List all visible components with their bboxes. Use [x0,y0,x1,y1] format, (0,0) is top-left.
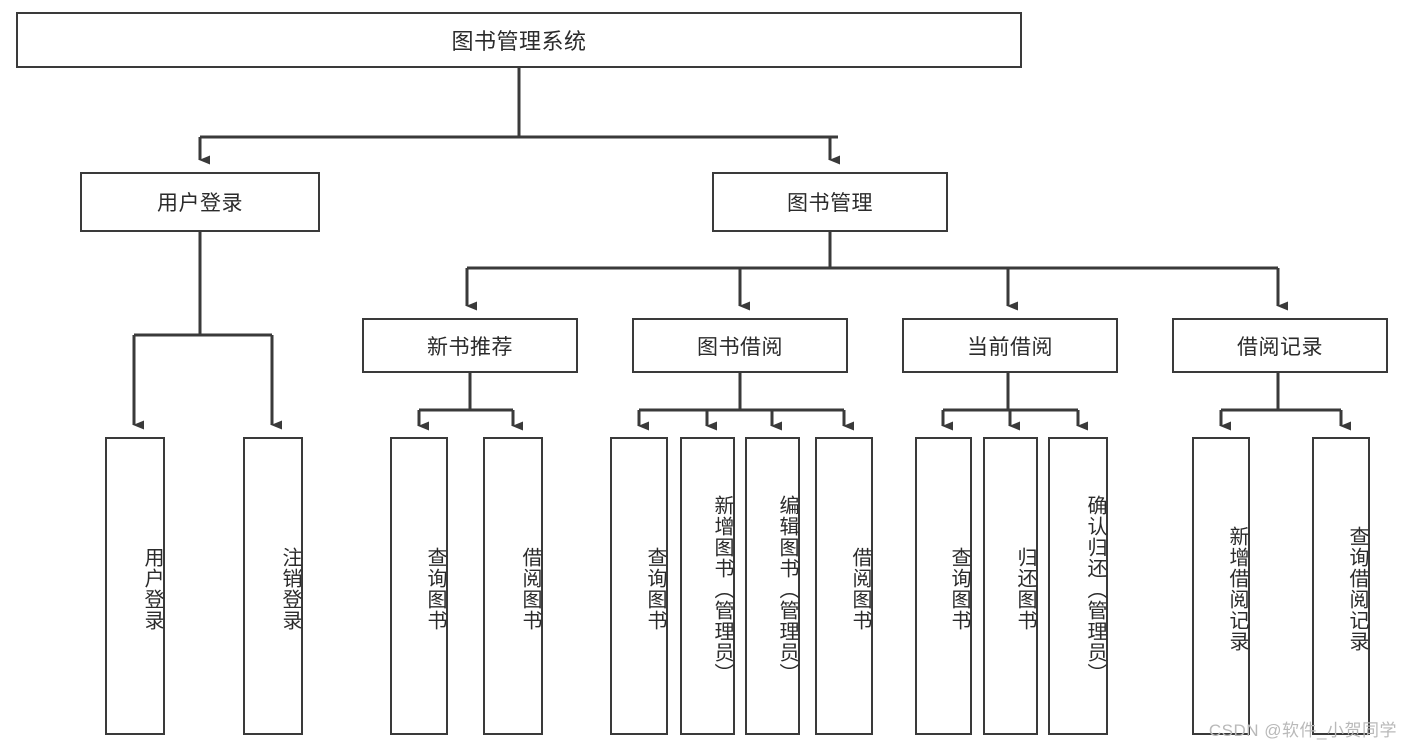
node-current-borrowing[interactable]: 当前借阅 [902,318,1118,373]
node-label: 查询借阅记录 [1346,526,1368,652]
node-label: 查询图书 [948,547,970,631]
leaf-query-borrow-record[interactable]: 查询借阅记录 [1312,437,1370,735]
leaf-query-books-borrow[interactable]: 查询图书 [610,437,668,735]
leaf-confirm-return-admin[interactable]: 确认归还（管理员） [1048,437,1108,735]
leaf-query-books-newbook[interactable]: 查询图书 [390,437,448,735]
node-book-borrowing[interactable]: 图书借阅 [632,318,848,373]
node-label: 当前借阅 [967,335,1053,359]
leaf-return-books[interactable]: 归还图书 [983,437,1038,735]
leaf-borrow-books-newbook[interactable]: 借阅图书 [483,437,543,735]
node-label: 确认归还（管理员） [1084,494,1106,684]
node-label: 用户登录 [141,547,163,631]
leaf-logout[interactable]: 注销登录 [243,437,303,735]
node-label: 借阅图书 [519,547,541,631]
watermark: CSDN @软件_小贺同学 [1208,721,1397,740]
node-user-login[interactable]: 用户登录 [80,172,320,232]
node-label: 查询图书 [424,547,446,631]
node-label: 新书推荐 [427,335,513,359]
leaf-user-login[interactable]: 用户登录 [105,437,165,735]
node-label: 注销登录 [279,547,301,631]
node-label: 用户登录 [157,192,243,215]
node-label: 图书借阅 [697,335,783,359]
node-label: 新增图书（管理员） [711,494,733,684]
leaf-edit-book-admin[interactable]: 编辑图书（管理员） [745,437,800,735]
node-label: 编辑图书（管理员） [776,494,798,684]
node-label: 归还图书 [1014,547,1036,631]
leaf-add-book-admin[interactable]: 新增图书（管理员） [680,437,735,735]
node-root-book-management-system[interactable]: 图书管理系统 [16,12,1022,68]
node-label: 图书管理系统 [451,29,587,54]
node-book-management[interactable]: 图书管理 [712,172,948,232]
node-label: 借阅记录 [1237,335,1323,359]
leaf-add-borrow-record[interactable]: 新增借阅记录 [1192,437,1250,735]
leaf-query-books-current[interactable]: 查询图书 [915,437,972,735]
node-label: 借阅图书 [849,547,871,631]
node-new-book-recommendation[interactable]: 新书推荐 [362,318,578,373]
node-label: 图书管理 [787,192,873,215]
node-label: 查询图书 [644,547,666,631]
node-borrowing-record[interactable]: 借阅记录 [1172,318,1388,373]
node-label: 新增借阅记录 [1226,526,1248,652]
leaf-borrow-books[interactable]: 借阅图书 [815,437,873,735]
